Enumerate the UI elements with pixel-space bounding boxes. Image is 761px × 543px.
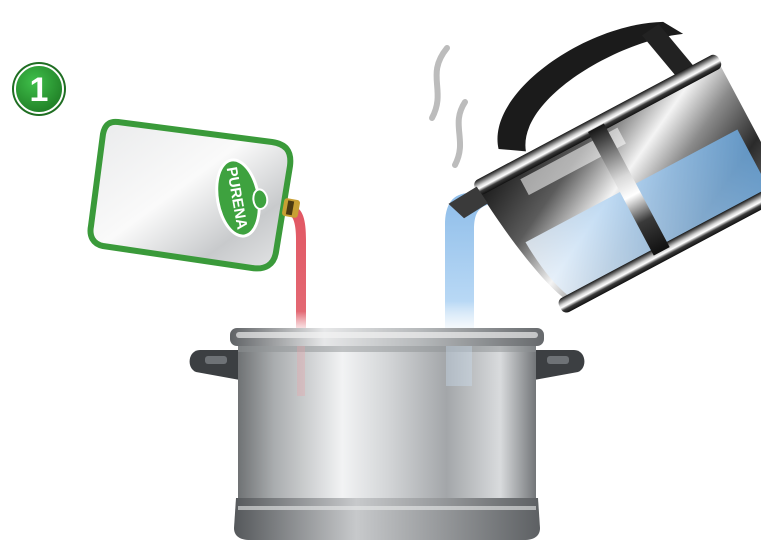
step-number: 1: [30, 71, 49, 109]
cooking-pot: [190, 328, 585, 540]
step-number-badge: 1: [12, 62, 66, 116]
sauce-stream: [290, 206, 306, 330]
sauce-pouch: PURENA: [91, 122, 301, 269]
pot-handle-left: [190, 350, 240, 380]
pot-handle-right: [534, 350, 584, 380]
steam-icon: [432, 48, 465, 165]
